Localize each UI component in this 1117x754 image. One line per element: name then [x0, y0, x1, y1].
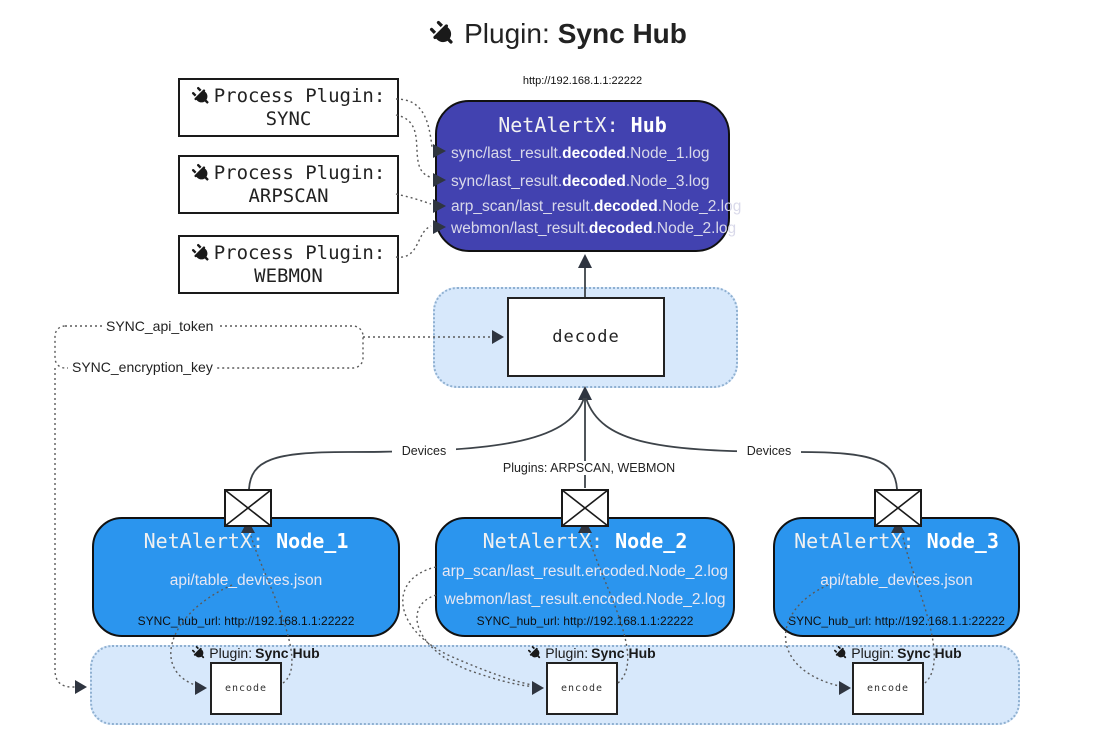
encode-box-3: encode: [852, 662, 924, 715]
page-title-prefix: Plugin:: [464, 18, 550, 49]
node-title: NetAlertX: Node_3: [794, 529, 999, 553]
arrow-up-icon: [578, 254, 592, 268]
process-plugin-label: Process Plugin:: [213, 84, 386, 107]
hub-log-line: sync/last_result.decoded.Node_1.log: [451, 145, 710, 162]
node-1-box: NetAlertX: Node_1 api/table_devices.json…: [92, 517, 400, 637]
plug-icon: [188, 160, 215, 187]
plug-icon: [189, 643, 209, 663]
process-plugin-label: Process Plugin:: [213, 241, 386, 264]
arrow-right-icon: [75, 680, 87, 694]
hub-log-line: arp_scan/last_result.decoded.Node_2.log: [451, 198, 742, 215]
process-plugin-webmon: Process Plugin: WEBMON: [178, 235, 399, 294]
decode-box: decode: [507, 297, 665, 377]
sync-encryption-key-label: SYNC_encryption_key: [68, 359, 217, 375]
hub-title-prefix: NetAlertX:: [498, 113, 619, 137]
page-title: Plugin: Sync Hub: [0, 18, 1117, 50]
node-hub-url: SYNC_hub_url: http://192.168.1.1:22222: [476, 614, 694, 628]
hub-log-line: webmon/last_result.decoded.Node_2.log: [451, 220, 737, 237]
hub-url-label: http://192.168.1.1:22222: [522, 75, 643, 87]
plug-icon: [425, 16, 462, 53]
arpscan-plugin-wire: [395, 193, 432, 205]
node-file: api/table_devices.json: [169, 572, 323, 589]
process-plugin-arpscan: Process Plugin: ARPSCAN: [178, 155, 399, 214]
plug-icon: [831, 643, 851, 663]
node-file: webmon/last_result.encoded.Node_2.log: [444, 591, 726, 608]
arrow-up-icon: [578, 386, 592, 400]
plug-icon: [188, 240, 215, 267]
encode-box-2: encode: [546, 662, 618, 715]
hub-title: NetAlertX: Hub: [437, 113, 728, 137]
node-title: NetAlertX: Node_1: [143, 529, 349, 553]
process-plugin-sync: Process Plugin: SYNC: [178, 78, 399, 137]
process-plugin-name: WEBMON: [254, 264, 323, 287]
node-hub-url: SYNC_hub_url: http://192.168.1.1:22222: [137, 614, 355, 628]
encoder-3-label: Plugin:Sync Hub: [808, 645, 988, 661]
sync-plugin-wire: [395, 98, 433, 148]
sync-api-token-label: SYNC_api_token: [102, 318, 218, 334]
secrets-to-encoders-line: [54, 368, 77, 688]
hub-title-name: Hub: [630, 113, 667, 137]
node-file: api/table_devices.json: [820, 572, 973, 589]
process-plugin-name: SYNC: [265, 107, 312, 130]
hub-box: NetAlertX: Hub sync/last_result.decoded.…: [435, 100, 741, 252]
webmon-plugin-wire: [395, 225, 432, 258]
process-plugin-name: ARPSCAN: [248, 184, 329, 207]
hub-log-line: sync/last_result.decoded.Node_3.log: [451, 173, 710, 190]
plug-icon: [188, 83, 215, 110]
node-title: NetAlertX: Node_2: [482, 529, 688, 553]
node-hub-url: SYNC_hub_url: http://192.168.1.1:22222: [788, 614, 1005, 628]
devices-edge-label: Devices: [737, 444, 801, 458]
node-2-box: NetAlertX: Node_2 arp_scan/last_result.e…: [435, 517, 735, 637]
plugins-edge-label: Plugins: ARPSCAN, WEBMON: [495, 461, 683, 475]
encoder-1-label: Plugin:Sync Hub: [166, 645, 346, 661]
node-3-box: NetAlertX: Node_3 api/table_devices.json…: [773, 517, 1020, 637]
sync-plugin-wire: [395, 114, 431, 178]
node-file: arp_scan/last_result.encoded.Node_2.log: [441, 563, 729, 580]
encode-box-1: encode: [210, 662, 282, 715]
page-title-name: Sync Hub: [557, 18, 687, 49]
plug-icon: [525, 643, 545, 663]
process-plugin-label: Process Plugin:: [213, 161, 386, 184]
devices-edge-label: Devices: [392, 444, 456, 458]
encoder-2-label: Plugin:Sync Hub: [502, 645, 682, 661]
